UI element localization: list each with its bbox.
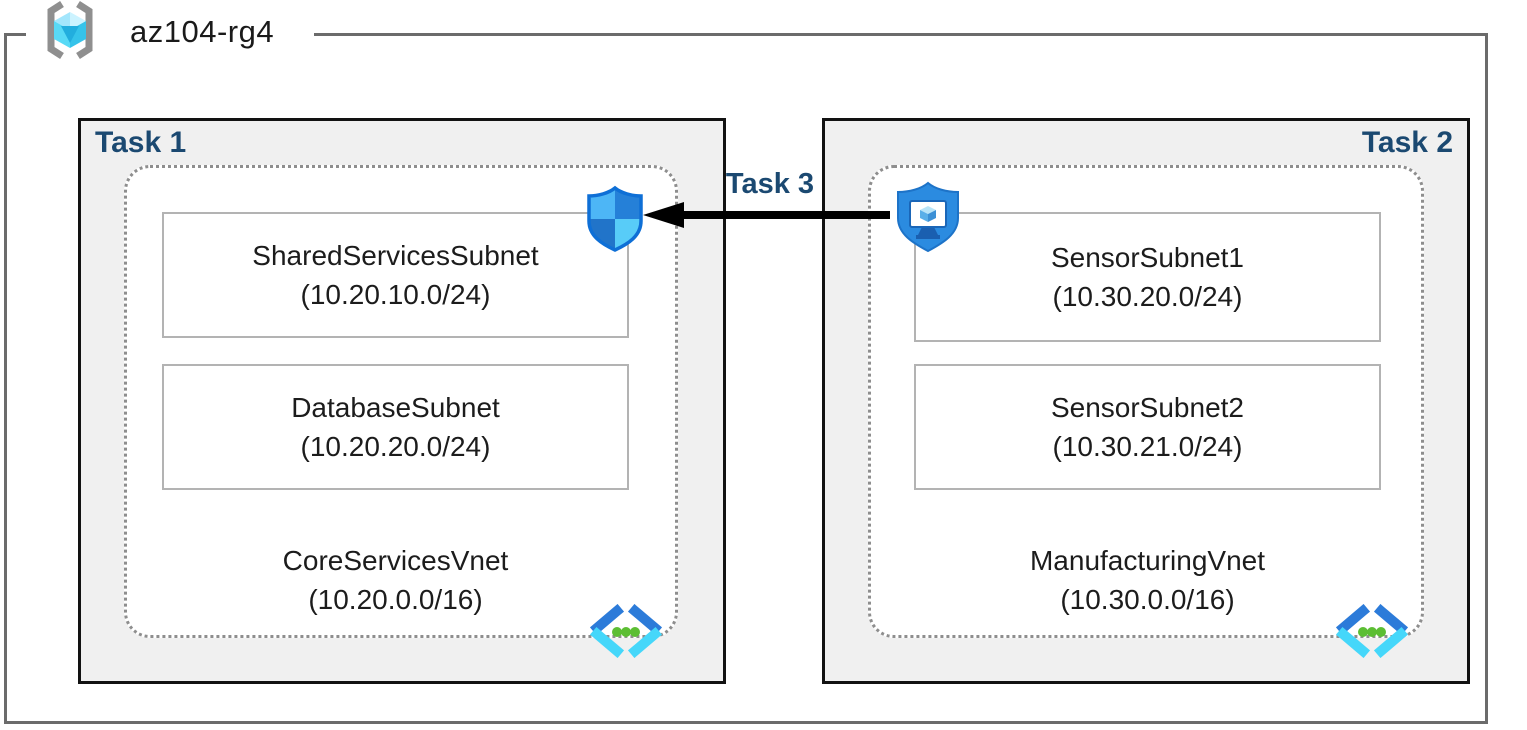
vnet-name: CoreServicesVnet: [282, 545, 509, 576]
sensor-subnet1-box: SensorSubnet1 (10.30.20.0/24): [914, 212, 1381, 342]
bastion-shield-monitor-icon: [894, 181, 962, 253]
vnet-cidr: (10.20.0.0/16): [308, 584, 483, 615]
resource-group-icon: [38, 0, 102, 65]
resource-group-boundary: [4, 33, 1488, 724]
resource-group-name: az104-rg4: [130, 14, 275, 49]
virtual-network-icon: [588, 603, 664, 659]
subnet-cidr: (10.30.20.0/24): [1052, 281, 1243, 312]
manufacturing-vnet-label: ManufacturingVnet (10.30.0.0/16): [914, 536, 1381, 624]
subnet-name: SharedServicesSubnet: [252, 240, 539, 271]
vnet-name: ManufacturingVnet: [1029, 545, 1266, 576]
resource-group-header: az104-rg4: [26, 0, 315, 65]
virtual-network-icon: [1334, 603, 1410, 659]
shared-services-subnet-box: SharedServicesSubnet (10.20.10.0/24): [162, 212, 629, 338]
subnet-name: SensorSubnet2: [1050, 392, 1245, 423]
task3-arrow: [643, 202, 890, 228]
vnet-cidr: (10.30.0.0/16): [1060, 584, 1235, 615]
task3-label: Task 3: [725, 168, 815, 200]
subnet-name: SensorSubnet1: [1050, 242, 1245, 273]
sensor-subnet2-box: SensorSubnet2 (10.30.21.0/24): [914, 364, 1381, 490]
subnet-cidr: (10.30.21.0/24): [1052, 431, 1243, 462]
subnet-name: DatabaseSubnet: [291, 392, 500, 423]
subnet-cidr: (10.20.20.0/24): [300, 431, 491, 462]
subnet-cidr: (10.20.10.0/24): [300, 279, 491, 310]
core-services-vnet-label: CoreServicesVnet (10.20.0.0/16): [162, 536, 629, 624]
task2-label: Task 2: [1361, 126, 1453, 159]
task1-label: Task 1: [95, 126, 187, 159]
network-security-group-shield-icon: [585, 185, 645, 253]
database-subnet-box: DatabaseSubnet (10.20.20.0/24): [162, 364, 629, 490]
